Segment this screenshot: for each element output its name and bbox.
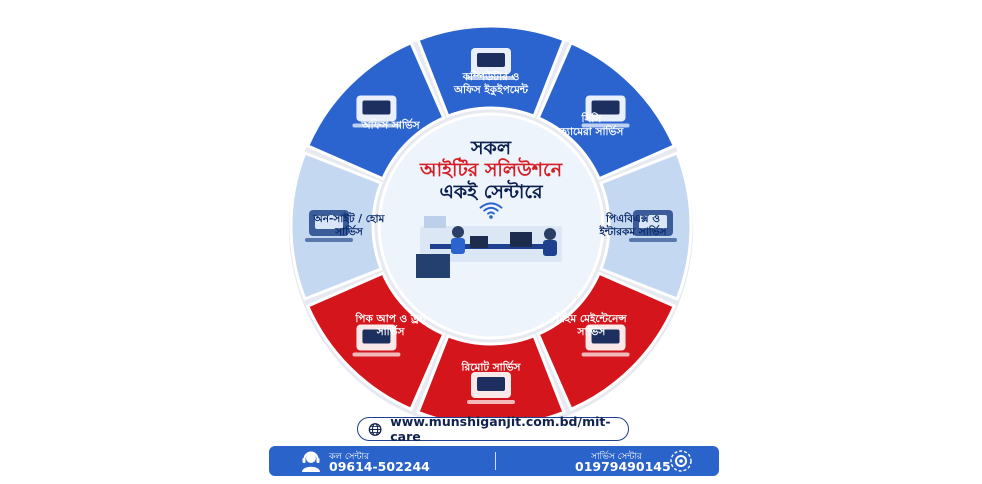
call-center-label: কল সেন্টার	[329, 452, 370, 462]
gear-service-icon	[670, 450, 692, 472]
globe-network-icon	[467, 372, 515, 404]
headline-line-2: আইটির সলিউশনে	[419, 159, 563, 181]
wifi-icon	[479, 202, 503, 219]
contact-divider	[495, 452, 496, 470]
delivery-truck-icon	[352, 324, 401, 357]
time-clock-icon	[581, 324, 630, 357]
computer-equipment-icon	[467, 48, 515, 80]
service-center-number[interactable]: 01979490145	[575, 459, 671, 474]
office-printer-icon	[352, 95, 401, 128]
website-bar[interactable]: www.munshiganjit.com.bd/mit-care	[357, 414, 629, 444]
service-center-label: সার্ভিস সেন্টার	[591, 452, 642, 462]
website-url[interactable]: www.munshiganjit.com.bd/mit-care	[390, 414, 611, 444]
technician-desk-icon	[305, 210, 353, 242]
globe-icon	[368, 422, 382, 436]
segment-label-cctv: সিসিক্যামেরা সার্ভিস	[559, 112, 624, 138]
headset-agent-icon	[302, 451, 320, 472]
headline: সকল আইটির সলিউশনে একই সেন্টারে	[391, 137, 591, 203]
segment-label-office: অফিস সার্ভিস	[361, 119, 420, 132]
headline-line-3: একই সেন্টারে	[439, 181, 543, 203]
segment-label-remote: রিমোট সার্ভিস	[461, 361, 521, 374]
cctv-camera-icon	[581, 95, 630, 128]
contact-bar: কল সেন্টার 09614-502244 সার্ভিস সেন্টার …	[269, 446, 719, 476]
office-desk-illustration	[416, 216, 562, 278]
call-center-number[interactable]: 09614-502244	[329, 459, 430, 474]
pabx-phone-icon	[629, 210, 677, 242]
headline-line-1: সকল	[470, 137, 511, 159]
